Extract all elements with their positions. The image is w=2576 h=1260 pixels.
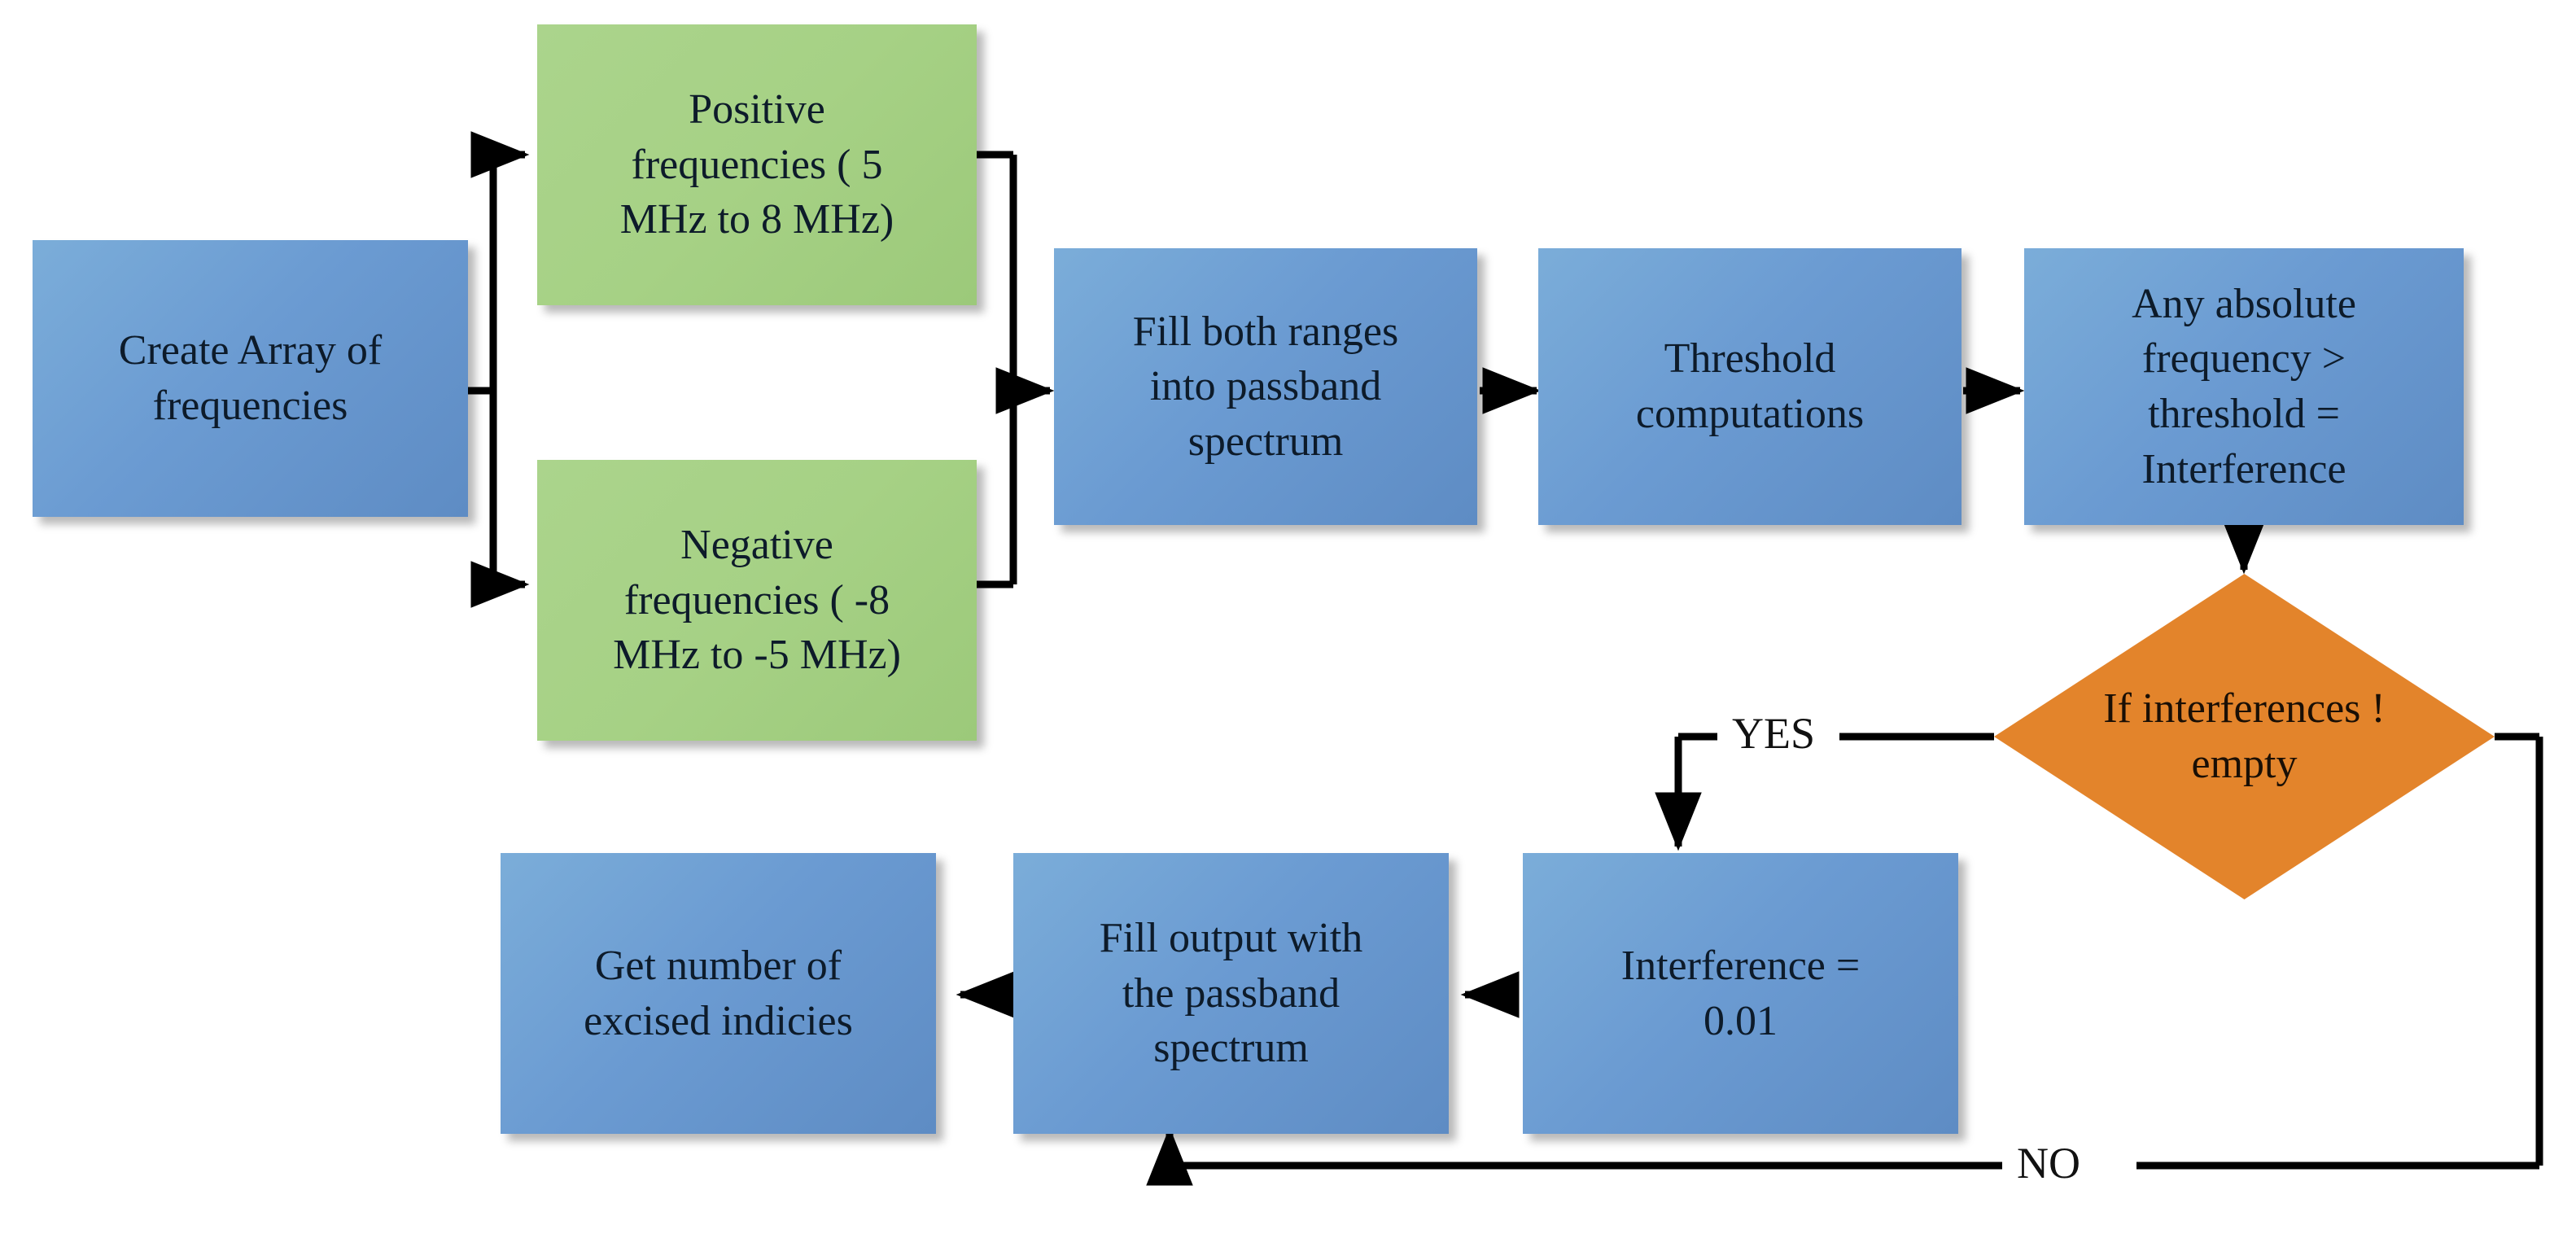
node-any-absolute-frequency[interactable]: Any absolute frequency > threshold = Int…	[2024, 248, 2464, 525]
node-positive-frequencies-label: Positive frequencies ( 5 MHz to 8 MHz)	[619, 86, 894, 243]
node-create-array[interactable]: Create Array of frequencies	[33, 240, 468, 517]
node-negative-frequencies-label: Negative frequencies ( -8 MHz to -5 MHz)	[613, 522, 901, 679]
node-positive-frequencies[interactable]: Positive frequencies ( 5 MHz to 8 MHz)	[537, 24, 977, 305]
node-any-absolute-frequency-label: Any absolute frequency > threshold = Int…	[2132, 280, 2356, 492]
node-fill-output-label: Fill output with the passband spectrum	[1099, 915, 1363, 1072]
node-fill-both-ranges[interactable]: Fill both ranges into passband spectrum	[1054, 248, 1477, 525]
node-if-interferences-not-empty-label: If interferences ! empty	[2103, 685, 2386, 787]
edge-decision-yes	[1655, 733, 1994, 851]
node-fill-both-ranges-label: Fill both ranges into passband spectrum	[1132, 308, 1399, 465]
node-interference-value-label: Interference = 0.01	[1620, 942, 1861, 1044]
node-get-number-excised[interactable]: Get number of excised indicies	[501, 853, 936, 1134]
edge-label-yes: YES	[1727, 711, 1821, 755]
node-threshold-computations-label: Threshold computations	[1635, 335, 1865, 437]
node-create-array-label: Create Array of frequencies	[118, 327, 383, 429]
node-fill-output[interactable]: Fill output with the passband spectrum	[1013, 853, 1449, 1134]
edge-label-no: NO	[2012, 1141, 2085, 1185]
node-get-number-excised-label: Get number of excised indicies	[584, 942, 853, 1044]
node-interference-value[interactable]: Interference = 0.01	[1523, 853, 1958, 1134]
node-if-interferences-not-empty[interactable]: If interferences ! empty	[1994, 574, 2495, 899]
node-threshold-computations[interactable]: Threshold computations	[1538, 248, 1962, 525]
edge-freqs-to-fill-both-ranges	[977, 151, 1055, 588]
edge-create-array-split	[468, 131, 530, 608]
node-negative-frequencies[interactable]: Negative frequencies ( -8 MHz to -5 MHz)	[537, 460, 977, 741]
